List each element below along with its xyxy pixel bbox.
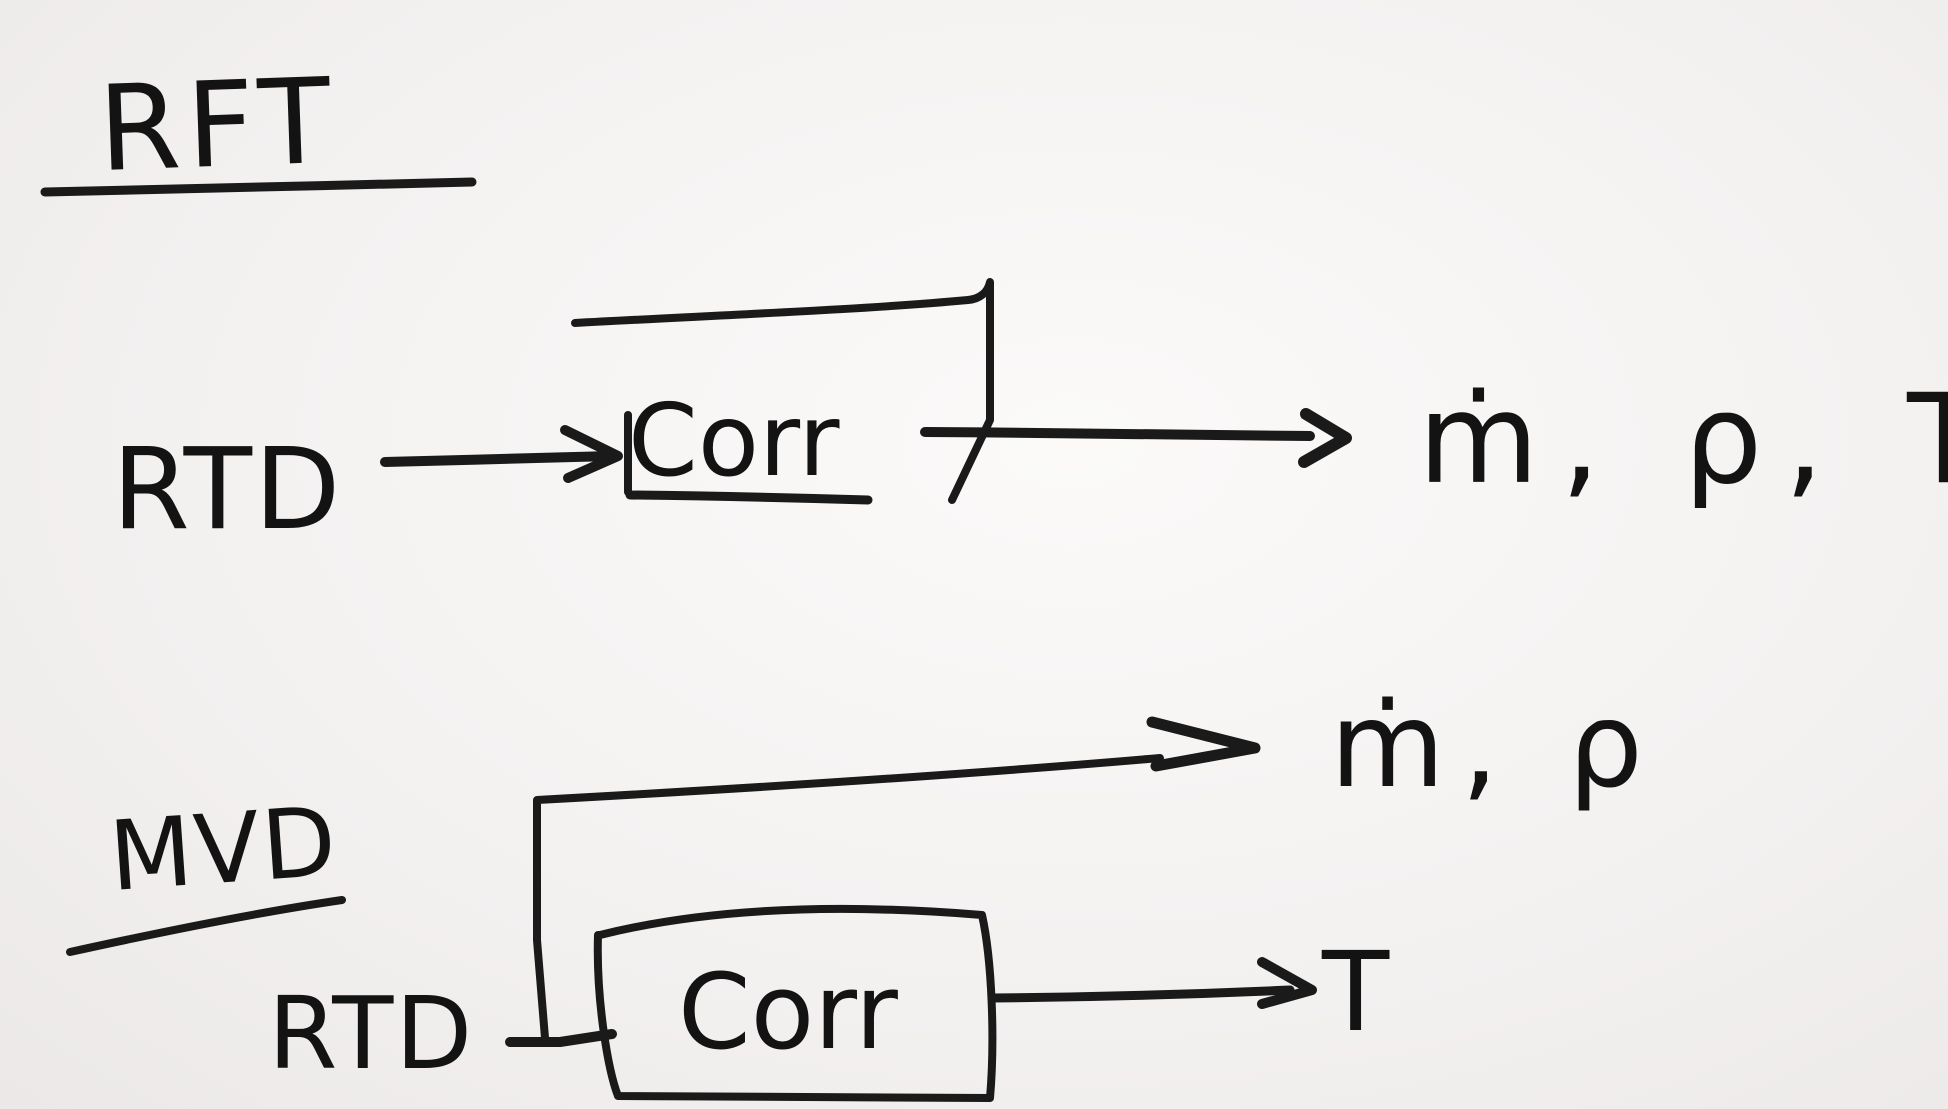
rft-corr-underline xyxy=(625,490,873,505)
mvd-heading: MVD xyxy=(106,785,342,913)
mvd-output-arrowhead xyxy=(1257,957,1317,1009)
rft-output-line xyxy=(920,427,1315,441)
mvd-input-line xyxy=(505,1029,617,1047)
mvd-section: MVD RTD ṁ, ρ Corr T xyxy=(66,676,1659,1102)
rft-corr-label: Corr xyxy=(628,382,840,499)
rft-heading-underline xyxy=(40,177,477,197)
rft-bypass-bracket xyxy=(571,278,994,504)
rft-input-arrowhead xyxy=(560,425,623,483)
rft-heading: RFT xyxy=(96,52,339,198)
mvd-corr-box xyxy=(593,905,997,1102)
mvd-source-label: RTD xyxy=(268,975,474,1092)
rft-input-line xyxy=(380,451,617,467)
rft-section: RFT RTD Corr ṁ, ρ, T xyxy=(40,52,1948,555)
rft-output-arrowhead xyxy=(1298,408,1352,468)
rft-source-label: RTD xyxy=(112,425,342,555)
mvd-block-output-label: T xyxy=(1321,928,1390,1056)
mvd-output-line xyxy=(987,985,1295,1003)
mvd-bypass-line xyxy=(533,754,1164,1042)
mvd-heading-underline xyxy=(66,896,346,956)
rft-outputs-label: ṁ, ρ, T xyxy=(1418,368,1948,512)
mvd-bypass-arrowhead xyxy=(1146,716,1261,772)
mvd-bypass-outputs-label: ṁ, ρ xyxy=(1330,676,1659,814)
mvd-corr-label: Corr xyxy=(678,951,898,1073)
